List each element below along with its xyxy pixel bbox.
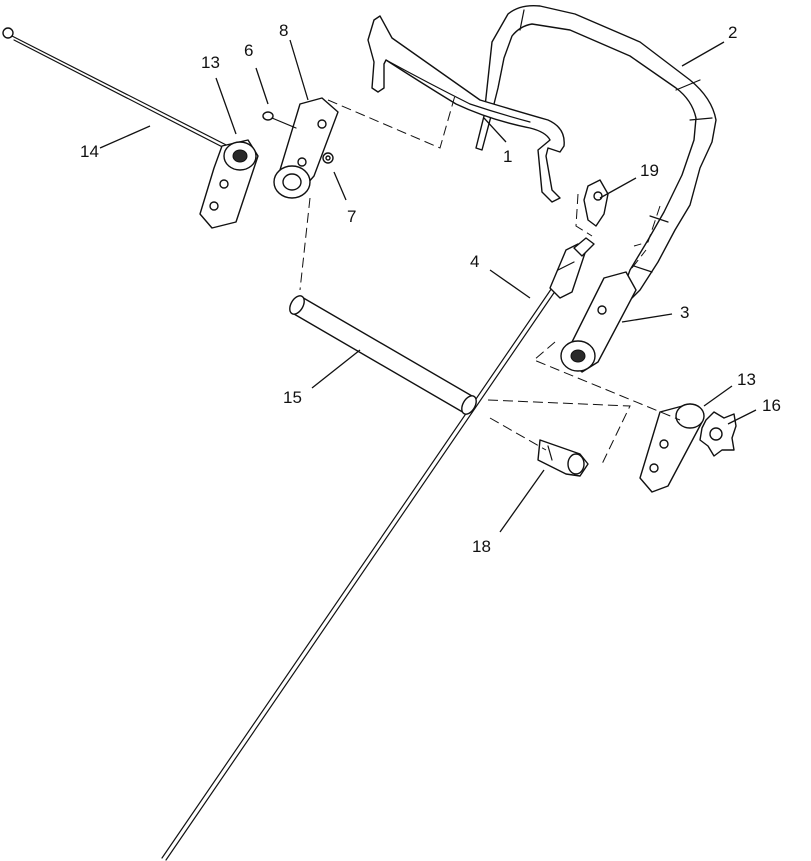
knob-16 — [699, 411, 737, 457]
left-clamp-13 — [199, 139, 259, 229]
nut-7 — [322, 152, 334, 164]
upper-handle — [475, 4, 717, 299]
clip-19 — [583, 179, 609, 227]
callout-7: 7 — [347, 207, 357, 226]
callout-2: 2 — [728, 23, 738, 42]
control-bail — [367, 15, 565, 203]
callout-1: 1 — [503, 147, 513, 166]
callout-14: 14 — [80, 142, 99, 161]
upper-rod — [2, 27, 241, 157]
callout-16: 16 — [762, 396, 781, 415]
callout-6: 6 — [244, 41, 254, 60]
bolt-6 — [262, 111, 297, 129]
right-bracket-3 — [560, 271, 637, 373]
long-cable — [161, 237, 595, 861]
cross-tube — [289, 295, 477, 415]
callout-19: 19 — [640, 161, 659, 180]
callout-13-right: 13 — [737, 370, 756, 389]
callout-4: 4 — [470, 252, 480, 271]
callout-8: 8 — [279, 21, 289, 40]
callout-3: 3 — [680, 303, 690, 322]
left-bracket-8 — [273, 97, 339, 199]
callout-18: 18 — [472, 537, 491, 556]
end-cap — [537, 439, 589, 477]
right-clamp-13 — [639, 403, 705, 493]
leader-lines — [99, 39, 757, 533]
assembly-lines — [299, 91, 681, 465]
callout-13-left: 13 — [201, 53, 220, 72]
callout-15: 15 — [283, 388, 302, 407]
